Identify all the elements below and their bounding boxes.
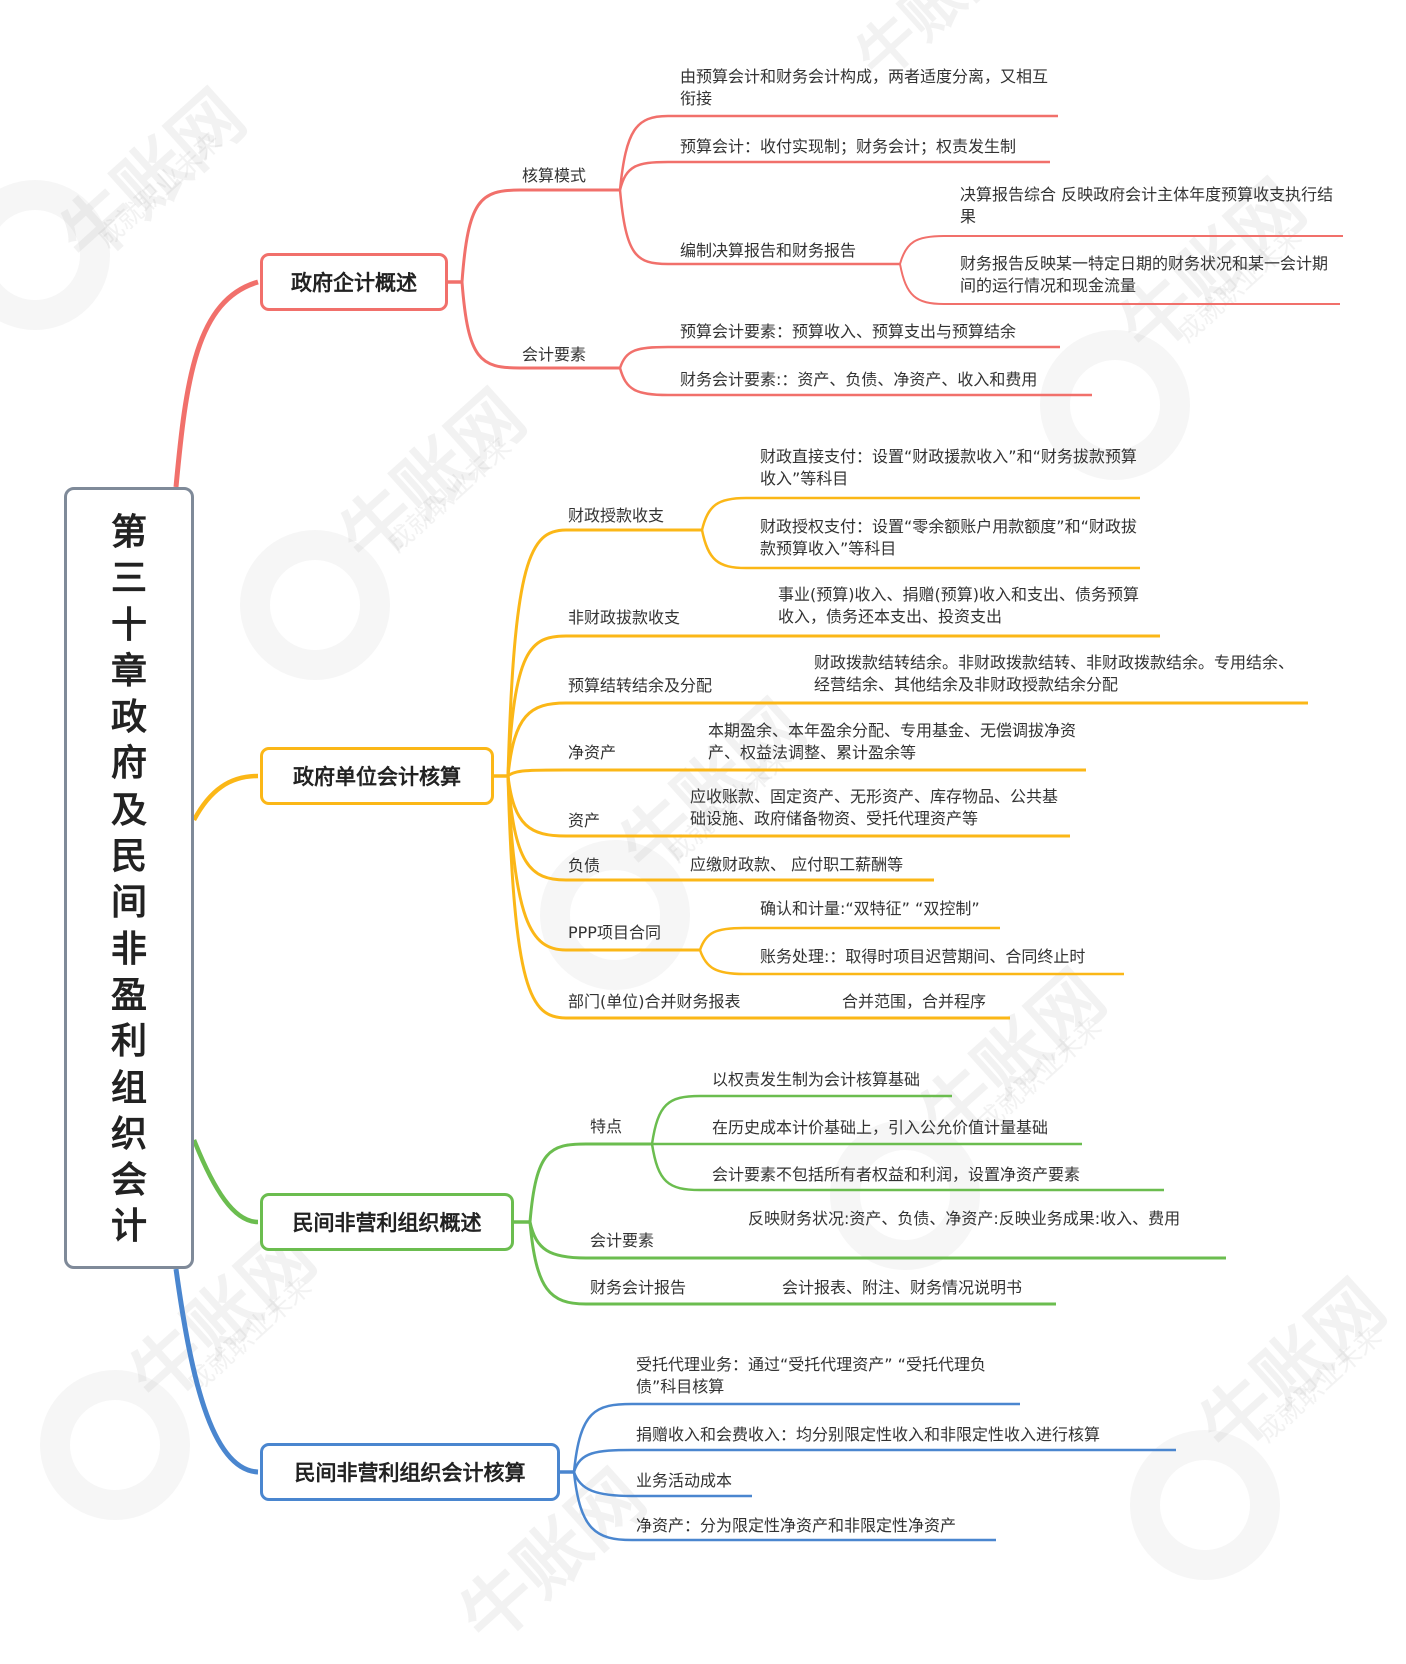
leaf-final-report[interactable]: 决算报告综合 反映政府会计主体年度预算收支执行结果	[960, 185, 1334, 226]
connector-root-branch1	[173, 279, 259, 488]
connector-b4-leaf3	[572, 1471, 752, 1498]
leaf-financial-elements[interactable]: 财务会计要素:：资产、负债、净资产、收入和费用	[680, 370, 1038, 389]
connector-b1-leaf2	[618, 160, 1050, 191]
leaf-mode-reports[interactable]: 编制决算报告和财务报告	[680, 241, 857, 260]
leaf-entrusted-agency[interactable]: 受托代理业务：通过“受托代理资产” “受托代理负债”科目核算	[636, 1355, 986, 1396]
connector-b4-leaf4	[572, 1471, 996, 1542]
connector-b2-leaf7a	[698, 926, 1000, 951]
branch-npo-overview[interactable]: 民间非营利组织概述	[260, 1193, 514, 1251]
leaf-no-owner-equity[interactable]: 会计要素不包括所有者权益和利润，设置净资产要素	[712, 1165, 1081, 1184]
leaf-activity-cost[interactable]: 业务活动成本	[636, 1471, 733, 1490]
connector-b2-sub2	[506, 634, 1160, 777]
root-topic[interactable]: 第 三 十 章 政 府 及 民 间 非 盈 利 组 织 会 计	[64, 487, 194, 1269]
subtopic-fiscal-appropriation[interactable]: 财政授款收支	[568, 506, 665, 525]
leaf-ppp-recognition[interactable]: 确认和计量:“双特征” “双控制”	[760, 899, 980, 918]
connector-b1-deep2	[899, 263, 1340, 305]
connector-b3-sub3	[528, 1221, 1056, 1306]
connector-b1-deep1	[899, 235, 1343, 265]
subtopic-accounting-mode[interactable]: 核算模式	[522, 166, 587, 185]
connector-b2-leaf2	[700, 529, 1140, 570]
connector-b4-leaf1	[572, 1402, 1020, 1473]
branch-gov-unit-accounting[interactable]: 政府单位会计核算	[260, 747, 494, 805]
connector-b1-sub1	[460, 188, 620, 283]
connector-b2-sub4	[506, 768, 1086, 778]
leaf-donation-income[interactable]: 捐赠收入和会费收入：均分别限定性收入和非限定性收入进行核算	[636, 1425, 1101, 1444]
branch-npo-accounting[interactable]: 民间非营利组织会计核算	[260, 1443, 560, 1501]
connector-b1-leaf5	[618, 367, 1092, 397]
subtopic-npo-features[interactable]: 特点	[590, 1117, 623, 1136]
leaf-npo-net-assets[interactable]: 净资产：分为限定性净资产和非限定性净资产	[636, 1516, 957, 1535]
subtopic-budget-carryover[interactable]: 预算结转结余及分配	[568, 676, 713, 695]
subtopic-consolidated-statements[interactable]: 部门(单位)合并财务报表	[568, 992, 741, 1011]
subtopic-accounting-elements[interactable]: 会计要素	[522, 345, 587, 364]
connector-b2-leaf1	[700, 496, 1140, 531]
leaf-asset-items[interactable]: 应收账款、固定资产、无形资产、库存物品、公共基础设施、政府储备物资、受托代理资产…	[690, 787, 1059, 828]
branch-gov-accounting-overview[interactable]: 政府企计概述	[260, 253, 448, 311]
connector-b3-leaf3	[650, 1143, 1164, 1192]
leaf-authorized-payment[interactable]: 财政授权支付：设置“零余额账户用款额度”和“财政拔款预算收入”等科目	[760, 517, 1137, 558]
leaf-non-fiscal-items[interactable]: 事业(预算)收入、捐赠(预算)收入和支出、债务预算收入，债务还本支出、投资支出	[778, 585, 1139, 626]
root-title: 第 三 十 章 政 府 及 民 间 非 盈 利 组 织 会 计	[110, 512, 147, 1248]
leaf-liability-items[interactable]: 应缴财政款、 应付职工薪酬等	[690, 855, 904, 874]
leaf-budget-elements[interactable]: 预算会计要素：预算收入、预算支出与预算结余	[680, 322, 1017, 341]
leaf-direct-payment[interactable]: 财政直接支付：设置“财政援款收入”和“财务拔款预算收入”等科目	[760, 447, 1137, 488]
connector-b2-sub8	[506, 775, 1010, 1020]
leaf-mode-composition[interactable]: 由预算会计和财务会计构成，两者适度分离，又相互衔接	[680, 67, 1049, 108]
leaf-consolidation-scope[interactable]: 合并范围，合并程序	[842, 992, 987, 1011]
mindmap-connectors	[173, 114, 1343, 1542]
leaf-npo-report-items[interactable]: 会计报表、附注、财务情况说明书	[782, 1278, 1023, 1297]
connector-b3-sub1	[528, 1142, 652, 1223]
leaf-net-asset-items[interactable]: 本期盈余、本年盈余分配、专用基金、无偿调拔净资产、权益法调整、累计盈余等	[708, 721, 1077, 762]
leaf-mode-basis[interactable]: 预算会计：收付实现制；财务会计；权责发生制	[680, 137, 1017, 156]
connector-b1-sub2	[460, 281, 620, 370]
subtopic-net-assets[interactable]: 净资产	[568, 743, 617, 762]
leaf-accrual-basis[interactable]: 以权责发生制为会计核算基础	[712, 1070, 921, 1089]
leaf-financial-report[interactable]: 财务报告反映某一特定日期的财务状况和某一会计期间的运行情况和现金流量	[960, 254, 1329, 295]
leaf-fair-value[interactable]: 在历史成本计价基础上，引入公允价值计量基础	[712, 1118, 1049, 1137]
leaf-carryover-items[interactable]: 财政拨款结转结余。非财政拨款结转、非财政拨款结余。专用结余、经营结余、其他结余及…	[814, 653, 1295, 694]
subtopic-ppp-contract[interactable]: PPP项目合同	[568, 923, 661, 942]
connector-b2-sub3	[506, 701, 1308, 777]
connector-b4-leaf2	[572, 1448, 1176, 1473]
leaf-npo-element-items[interactable]: 反映财务状况:资产、负债、净资产:反映业务成果:收入、费用	[748, 1209, 1181, 1228]
connector-root-branch2	[192, 773, 259, 822]
subtopic-npo-financial-report[interactable]: 财务会计报告	[590, 1278, 687, 1297]
leaf-ppp-accounting[interactable]: 账务处理:：取得时项目迟营期间、合同终止时	[760, 947, 1086, 966]
connector-b1-leaf1	[618, 114, 1058, 191]
subtopic-liabilities[interactable]: 负债	[568, 856, 601, 875]
connector-b1-leaf3	[618, 189, 900, 266]
subtopic-npo-elements[interactable]: 会计要素	[590, 1231, 655, 1250]
connector-root-branch4	[173, 1268, 259, 1475]
subtopic-non-fiscal[interactable]: 非财政拔款收支	[568, 608, 681, 627]
connector-b2-sub1	[506, 528, 702, 777]
connector-b3-leaf1	[650, 1094, 952, 1145]
subtopic-assets[interactable]: 资产	[568, 811, 601, 830]
connector-b1-leaf4	[618, 345, 1060, 369]
connector-root-branch3	[191, 1139, 259, 1225]
connector-b2-leaf7b	[698, 949, 1124, 976]
